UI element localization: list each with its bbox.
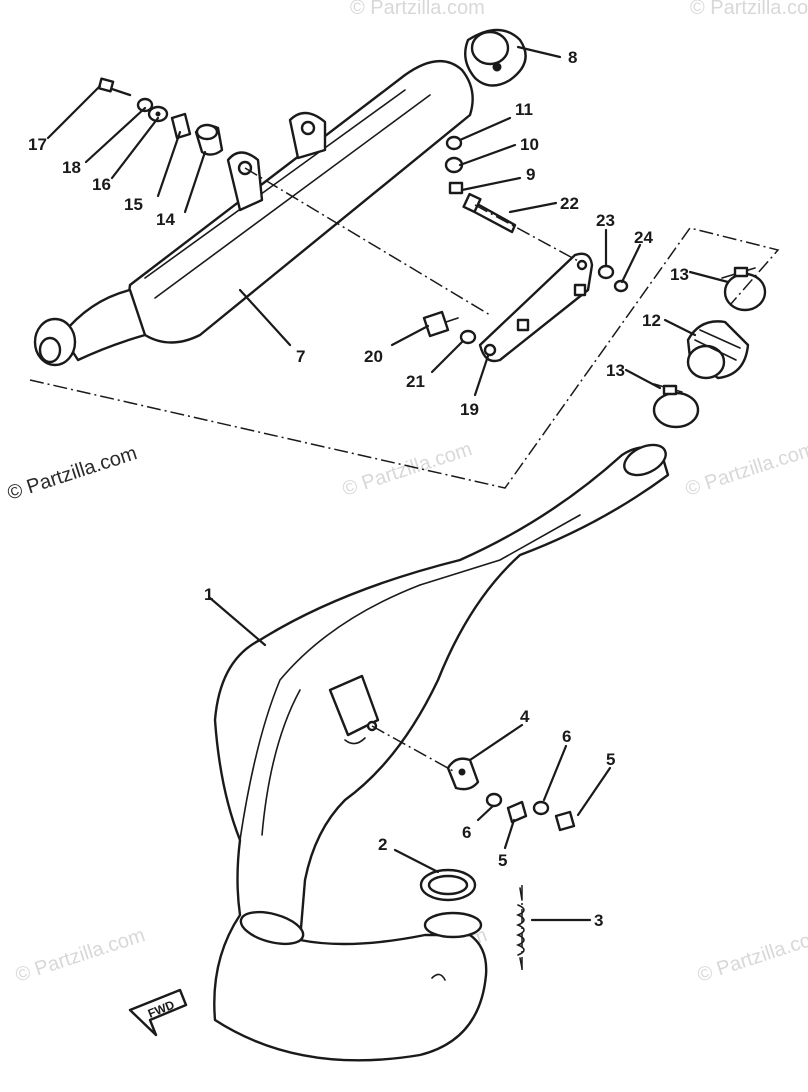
callout-4: 4 <box>520 707 530 726</box>
bracket-hardware <box>444 135 517 234</box>
forward-arrow: FWD <box>128 988 188 1037</box>
callout-6-upper: 6 <box>562 727 571 746</box>
callout-23: 23 <box>596 211 615 230</box>
assembly-lines <box>29 167 780 970</box>
callout-1: 1 <box>204 585 213 604</box>
callout-16: 16 <box>92 175 111 194</box>
pipe-hardware <box>419 757 576 969</box>
callout-10: 10 <box>520 135 539 154</box>
end-cap <box>464 28 527 87</box>
muffler-bracket <box>422 252 629 363</box>
callout-13-lower: 13 <box>606 361 625 380</box>
watermark-faint: © Partzilla.com <box>13 924 148 987</box>
callout-5-upper: 5 <box>606 750 615 769</box>
callout-22: 22 <box>560 194 579 213</box>
callout-8: 8 <box>568 48 577 67</box>
exhaust-pipe <box>213 443 670 1062</box>
watermark-faint: © Partzilla.com <box>350 0 485 19</box>
callout-numbers: 17 18 16 15 14 8 11 10 9 22 23 24 13 12 … <box>28 48 689 930</box>
watermark-faint: © Partzilla.com <box>683 438 808 501</box>
callout-14: 14 <box>156 210 175 229</box>
callout-9: 9 <box>526 165 535 184</box>
callout-18: 18 <box>62 158 81 177</box>
joint-and-clamps <box>652 266 767 429</box>
callout-21: 21 <box>406 372 425 391</box>
leader-lines <box>46 45 730 922</box>
watermark-faint: © Partzilla.com <box>695 924 808 987</box>
watermark-faint: © Partzilla.com <box>690 0 808 19</box>
callout-13-upper: 13 <box>670 265 689 284</box>
callout-20: 20 <box>364 347 383 366</box>
callout-2: 2 <box>378 835 387 854</box>
mount-hardware <box>97 77 224 156</box>
muffler <box>33 59 474 367</box>
callout-17: 17 <box>28 135 47 154</box>
callout-19: 19 <box>460 400 479 419</box>
callout-11: 11 <box>515 100 533 119</box>
watermark-faint: © Partzilla.com <box>340 438 475 501</box>
callout-12: 12 <box>642 311 661 330</box>
callout-5-lower: 5 <box>498 851 507 870</box>
watermark-main: © Partzilla.com <box>5 442 140 505</box>
callout-3: 3 <box>594 911 603 930</box>
callout-7: 7 <box>296 347 305 366</box>
callout-6-lower: 6 <box>462 823 471 842</box>
callout-15: 15 <box>124 195 143 214</box>
callout-24: 24 <box>634 228 653 247</box>
